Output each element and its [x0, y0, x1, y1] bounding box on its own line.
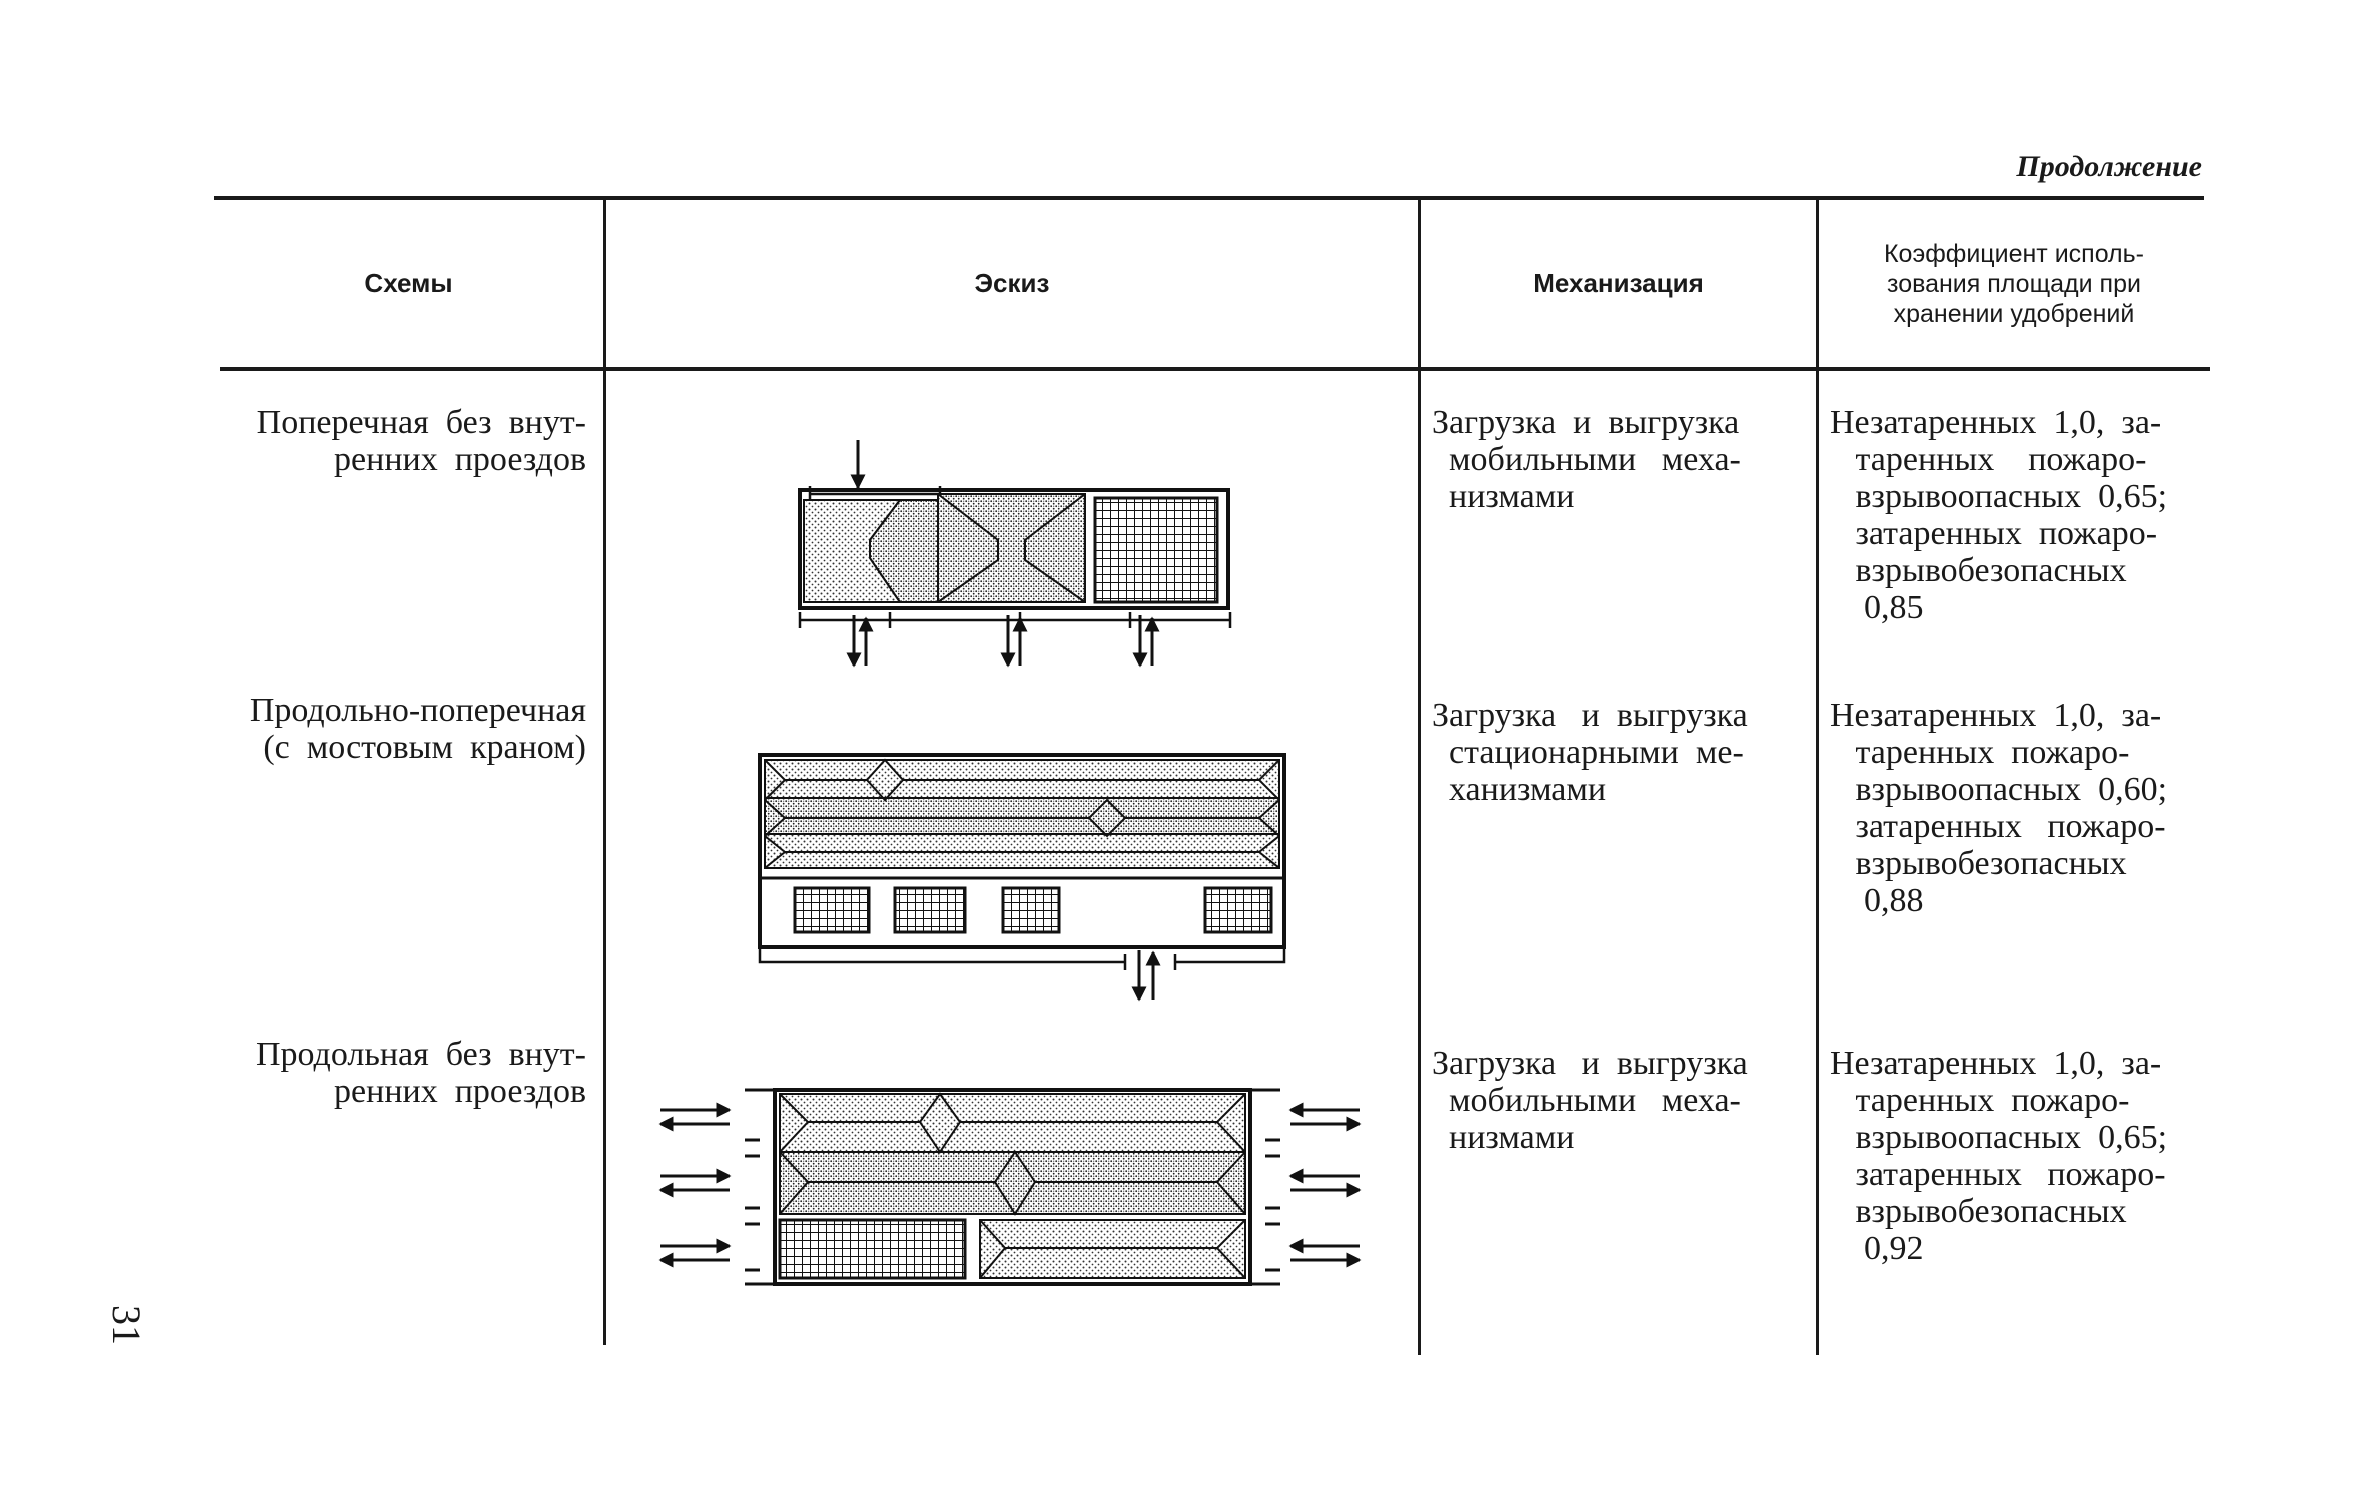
column-divider-2 [1418, 200, 1421, 1355]
sketch2-tare-4 [1203, 886, 1273, 934]
sketch2-dim-bottom [758, 947, 1286, 970]
row2-scheme: Продольно-поперечная (с мостовым краном) [249, 692, 586, 766]
sketch2-tare-3 [1001, 886, 1061, 934]
row1-coefficient: Незатаренных 1,0, за- таренных пожаро- в… [1830, 404, 2168, 626]
continued-label: Продолжение [2016, 150, 2202, 183]
row3-coefficient: Незатаренных 1,0, за- таренных пожаро- в… [1830, 1045, 2168, 1267]
sketch-longitudinal-transverse [758, 753, 1286, 1002]
header-mechanization: Механизация [1533, 268, 1704, 298]
sketch3-arrows-right [1288, 1102, 1362, 1268]
sketch1-building-outline [798, 488, 1230, 610]
column-divider-1 [603, 200, 606, 1345]
header-sketch: Эскиз [974, 268, 1050, 298]
sketch2-building-outline [758, 753, 1286, 949]
sketch3-tare-stack [778, 1218, 967, 1280]
row2-mechanization: Загрузка и выгрузка стационарными ме- ха… [1432, 697, 1748, 808]
row1-mechanization: Загрузка и выгрузка мобильными меха- низ… [1432, 404, 1741, 515]
page-number: 31 [104, 1305, 149, 1345]
header-coefficient: Коэффициент исполь- зования площади при … [1883, 239, 2144, 328]
sketch3-arrows-left [658, 1102, 732, 1268]
sketch1-tare-stack [1093, 496, 1219, 604]
row3-mechanization: Загрузка и выгрузка мобильными меха- низ… [1432, 1045, 1748, 1156]
column-divider-3 [1816, 200, 1819, 1355]
sketch2-stack-row-2 [764, 797, 1280, 835]
table-top-rule [214, 196, 2204, 200]
header-scheme: Схемы [364, 268, 453, 298]
row2-coefficient: Незатаренных 1,0, за- таренных пожаро- в… [1830, 697, 2168, 919]
sketch-longitudinal [658, 1088, 1362, 1286]
sketch-transverse [798, 440, 1232, 668]
sketch2-tare-2 [893, 886, 967, 934]
row3-scheme: Продольная без внут- ренних проездов [255, 1036, 586, 1110]
row1-scheme: Поперечная без внут- ренних проездов [256, 404, 586, 478]
sketch2-tare-1 [793, 886, 871, 934]
sketch3-building-outline [773, 1088, 1252, 1286]
header-bottom-rule [220, 367, 2210, 371]
